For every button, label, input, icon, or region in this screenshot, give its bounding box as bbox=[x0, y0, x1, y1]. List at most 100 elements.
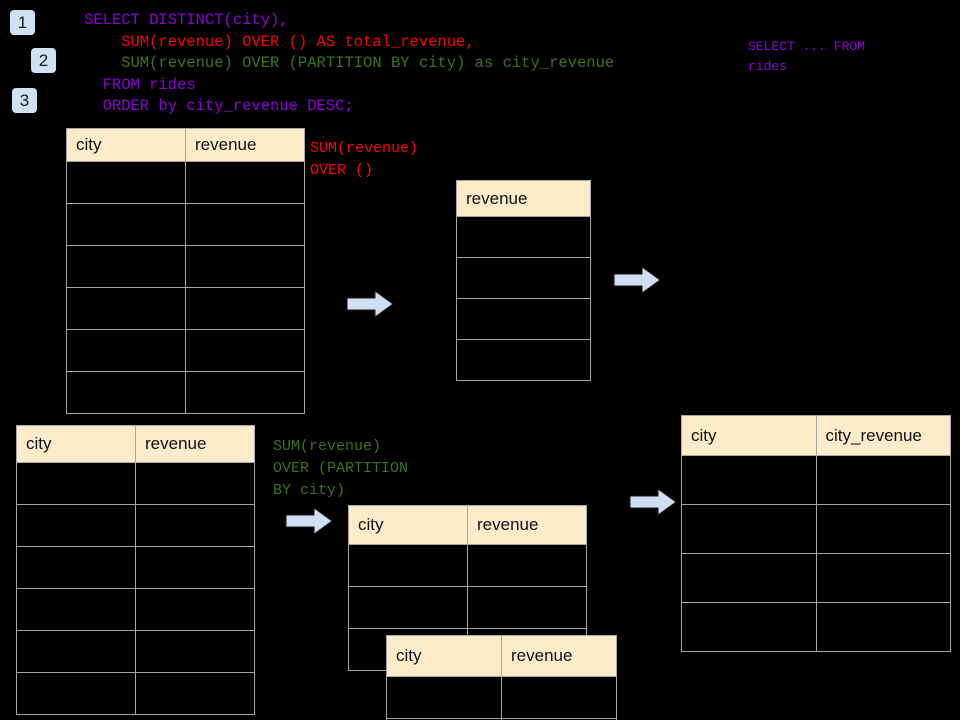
column-header-revenue: revenue bbox=[467, 505, 587, 545]
table-cell bbox=[185, 203, 305, 246]
annotation-sum-over-partition: SUM(revenue) OVER (PARTITION BY city) bbox=[273, 438, 409, 499]
table-row bbox=[66, 371, 305, 414]
arrow-source-to-total-icon bbox=[346, 290, 394, 318]
table-cell bbox=[815, 455, 951, 505]
column-header-revenue: revenue bbox=[135, 425, 255, 463]
annotation-sum-over-empty: SUM(revenue) OVER () bbox=[310, 140, 419, 179]
table-row bbox=[681, 602, 951, 652]
sql-line-over-partition: SUM(revenue) OVER (PARTITION BY city) as… bbox=[84, 54, 615, 72]
table-cell bbox=[66, 329, 186, 372]
table-row bbox=[456, 298, 591, 340]
table-row bbox=[456, 339, 591, 381]
table-row bbox=[66, 287, 305, 330]
table-cell bbox=[185, 287, 305, 330]
table-cell bbox=[456, 257, 591, 299]
table-cell bbox=[456, 339, 591, 381]
table-total-revenue: revenue bbox=[456, 180, 591, 381]
table-cell bbox=[681, 602, 817, 652]
table-row bbox=[681, 504, 951, 554]
table-cell bbox=[681, 553, 817, 603]
table-cell bbox=[456, 298, 591, 340]
step-badge-1: 1 bbox=[10, 10, 35, 35]
table-row bbox=[66, 329, 305, 372]
table-row bbox=[66, 161, 305, 204]
table-row bbox=[681, 553, 951, 603]
table-cell bbox=[348, 544, 468, 587]
table-row bbox=[456, 216, 591, 258]
table-cell bbox=[66, 203, 186, 246]
table-row bbox=[16, 672, 255, 715]
table-cell bbox=[66, 161, 186, 204]
table-row bbox=[16, 588, 255, 631]
arrow-source-to-partition-icon bbox=[285, 507, 333, 535]
table-cell bbox=[16, 630, 136, 673]
step-badge-3: 3 bbox=[12, 88, 37, 113]
column-header-city: city bbox=[66, 128, 186, 162]
sql-line-over-empty: SUM(revenue) OVER () AS total_revenue, bbox=[84, 32, 475, 51]
table-row bbox=[386, 676, 617, 719]
sql-line-select: SELECT DISTINCT(city), bbox=[84, 11, 289, 29]
table-row bbox=[66, 203, 305, 246]
column-header-city: city bbox=[348, 505, 468, 545]
table-cell bbox=[66, 287, 186, 330]
table-cell bbox=[386, 676, 502, 719]
table-cell bbox=[135, 546, 255, 589]
table-cell bbox=[467, 544, 587, 587]
column-header-revenue: revenue bbox=[456, 180, 591, 217]
table-cell bbox=[681, 455, 817, 505]
step-badge-2: 2 bbox=[31, 48, 56, 73]
table-cell bbox=[16, 546, 136, 589]
table-cell bbox=[135, 672, 255, 715]
sql-code-block: SELECT DISTINCT(city), SUM(revenue) OVER… bbox=[84, 10, 614, 118]
table-row bbox=[456, 257, 591, 299]
table-row bbox=[16, 462, 255, 505]
table-cell bbox=[501, 718, 617, 720]
table-cell bbox=[135, 588, 255, 631]
table-row bbox=[386, 718, 617, 720]
column-header-city_revenue: city_revenue bbox=[815, 415, 951, 456]
table-row bbox=[16, 546, 255, 589]
table-row bbox=[16, 630, 255, 673]
table-cell bbox=[16, 504, 136, 547]
table-row bbox=[348, 544, 587, 587]
table-cell bbox=[16, 588, 136, 631]
table-cell bbox=[135, 630, 255, 673]
table-cell bbox=[185, 161, 305, 204]
column-header-city: city bbox=[16, 425, 136, 463]
table-cell bbox=[135, 504, 255, 547]
table-cell bbox=[185, 371, 305, 414]
sql-side-note: SELECT ... FROM rides bbox=[748, 39, 866, 74]
table-cell bbox=[815, 553, 951, 603]
table-cell bbox=[66, 371, 186, 414]
table-cell bbox=[16, 672, 136, 715]
table-row bbox=[681, 455, 951, 505]
table-cell bbox=[815, 504, 951, 554]
table-cell bbox=[456, 216, 591, 258]
table-cell bbox=[135, 462, 255, 505]
table-row bbox=[16, 504, 255, 547]
table-cell bbox=[185, 245, 305, 288]
column-header-city: city bbox=[681, 415, 817, 456]
arrow-partition-to-result-icon bbox=[629, 488, 677, 516]
table-cell bbox=[16, 462, 136, 505]
table-cell bbox=[467, 586, 587, 629]
table-row bbox=[66, 245, 305, 288]
table-cell bbox=[501, 676, 617, 719]
table-header-row: revenue bbox=[456, 180, 591, 217]
table-cell bbox=[185, 329, 305, 372]
sql-line-order-by: ORDER by city_revenue DESC; bbox=[84, 97, 354, 115]
table-cell bbox=[681, 504, 817, 554]
column-header-revenue: revenue bbox=[185, 128, 305, 162]
sql-line-from: FROM rides bbox=[84, 75, 196, 94]
column-header-revenue: revenue bbox=[501, 635, 617, 677]
table-cell bbox=[815, 602, 951, 652]
